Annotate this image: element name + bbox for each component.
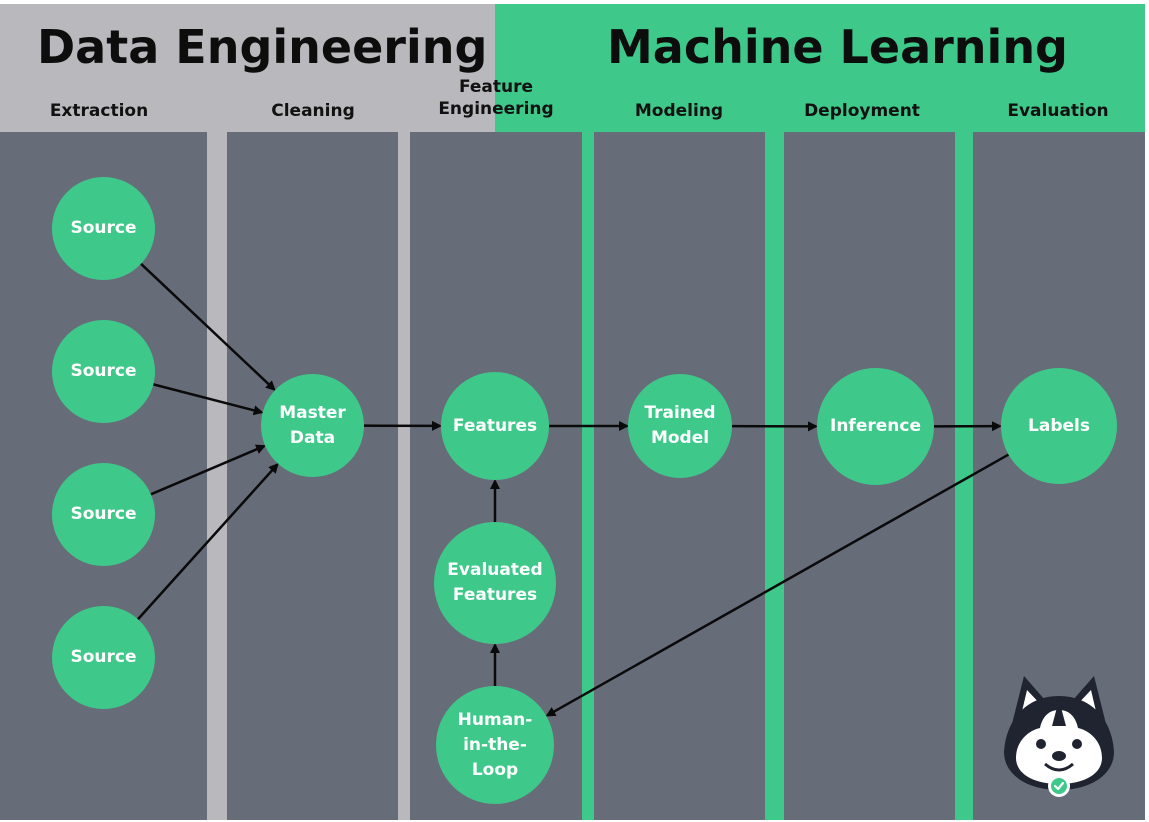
node-source-1: Source [52, 177, 155, 280]
data-engineering-header-bg [0, 4, 495, 132]
machine-learning-title: Machine Learning [607, 20, 1068, 74]
node-source-3: Source [52, 463, 155, 566]
data-engineering-title: Data Engineering [37, 20, 488, 74]
node-evaluated-features: Evaluated Features [434, 522, 556, 644]
checkmark-badge-icon [1051, 778, 1067, 794]
node-source-2: Source [52, 320, 155, 423]
column-label-feature-engineering: Feature Engineering [438, 77, 554, 119]
column-label-deployment: Deployment [804, 101, 920, 121]
column-label-extraction: Extraction [49, 101, 149, 121]
node-source-4: Source [52, 606, 155, 709]
node-master-data: Master Data [261, 374, 364, 477]
node-inference: Inference [817, 368, 934, 485]
node-features: Features [441, 372, 549, 480]
machine-learning-header-bg [495, 4, 1145, 132]
husky-dog-icon [1004, 676, 1114, 797]
node-human-in-the-loop: Human- in-the- Loop [436, 686, 554, 804]
node-labels: Labels [1001, 368, 1117, 484]
node-trained-model: Trained Model [628, 374, 732, 478]
column-label-evaluation: Evaluation [1007, 101, 1109, 121]
column-label-cleaning: Cleaning [271, 101, 355, 121]
column-label-modeling: Modeling [634, 101, 724, 121]
